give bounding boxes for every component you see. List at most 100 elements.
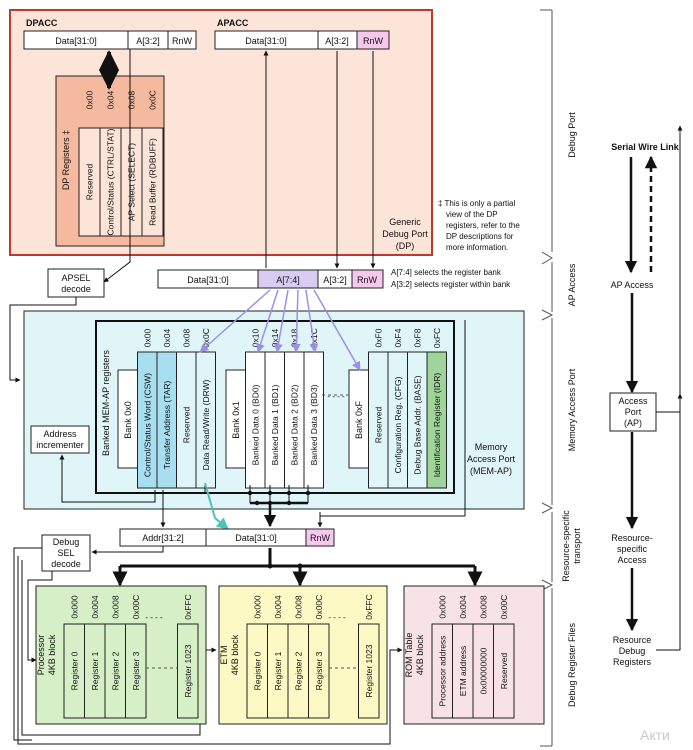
apacc-data: Data[31:0] bbox=[245, 36, 287, 46]
address-incrementer: Address incrementer bbox=[30, 425, 90, 454]
apacc-rnw: RnW bbox=[363, 36, 384, 46]
mem-ap-label-2: Access Port bbox=[467, 454, 516, 464]
svg-text:Debug: Debug bbox=[53, 537, 80, 547]
register-file-cell bbox=[177, 623, 199, 719]
register-file-address: 0xFFC bbox=[183, 594, 193, 620]
dpacc-title: DPACC bbox=[26, 18, 58, 28]
side-label-debug-port: Debug Port bbox=[567, 112, 577, 158]
svg-text:Resource-: Resource- bbox=[611, 533, 653, 543]
svg-text:Port: Port bbox=[625, 407, 642, 417]
drw-teal-arrow bbox=[204, 482, 229, 530]
register-block-title: Processor bbox=[36, 635, 46, 676]
svg-text:Access: Access bbox=[617, 555, 647, 565]
memap-register-label: Banked Data 1 (BD1) bbox=[270, 384, 280, 465]
register-file-label: Register 1023 bbox=[364, 644, 374, 697]
svg-text:Resource: Resource bbox=[613, 635, 652, 645]
register-file-address: 0x000 bbox=[69, 595, 79, 618]
register-file-label: Register 0 bbox=[252, 651, 262, 690]
svg-text:(AP): (AP) bbox=[624, 418, 642, 428]
register-block-title: 4KB block bbox=[47, 634, 57, 675]
memap-register-label: Data Read/Write (DRW) bbox=[201, 379, 211, 470]
register-file-cell bbox=[358, 623, 380, 719]
memap-register-address: 0x14 bbox=[270, 329, 280, 348]
register-block-title: ETM bbox=[219, 646, 229, 665]
footnote-line-1: ‡ This is only a partial bbox=[438, 199, 515, 208]
register-file-address: 0x000 bbox=[252, 595, 262, 618]
register-file-cell bbox=[125, 623, 147, 719]
register-file-address: 0x008 bbox=[478, 595, 488, 618]
side-label-resource-transport-1: Resource-specific bbox=[561, 510, 571, 582]
transport-addr: Addr[31:2] bbox=[142, 533, 184, 543]
ap-bus-addr: A[3:2] bbox=[323, 275, 347, 285]
transport-data: Data[31:0] bbox=[235, 533, 277, 543]
register-file-label: Register 2 bbox=[110, 651, 120, 690]
block-data-bus bbox=[112, 548, 483, 587]
register-file-address: 0xFFC bbox=[364, 594, 374, 620]
register-file-address: 0x008 bbox=[293, 595, 303, 618]
generic-dp-line-2: Debug Port bbox=[382, 229, 428, 239]
dp-register-label: Reserved bbox=[85, 164, 95, 201]
register-file-label: Register 1023 bbox=[183, 644, 193, 697]
apacc-register: Data[31:0] A[3:2] RnW bbox=[214, 30, 390, 50]
svg-text:SEL: SEL bbox=[57, 548, 74, 558]
svg-text:specific: specific bbox=[617, 544, 648, 554]
dp-register-address: 0x00 bbox=[85, 91, 95, 110]
dpacc-data: Data[31:0] bbox=[55, 36, 97, 46]
memap-register-address: 0x04 bbox=[162, 329, 172, 348]
ap-access-bus: Data[31:0] A[7:4] A[3:2] RnW bbox=[157, 269, 384, 289]
apsel-decode: APSEL decode bbox=[47, 268, 105, 298]
svg-text:decode: decode bbox=[61, 284, 91, 294]
register-file-dots: - - - - bbox=[145, 613, 163, 622]
memap-bank-label: Bank 0x1 bbox=[231, 401, 241, 439]
memap-register-label: Control/Status Word (CSW) bbox=[142, 373, 152, 477]
apacc-title: APACC bbox=[217, 18, 249, 28]
bank-select-arrows bbox=[199, 289, 361, 371]
register-file-label: Register 3 bbox=[131, 651, 141, 690]
footnote-line-5: more information. bbox=[446, 243, 508, 252]
flow-serial-wire: Serial Wire Link bbox=[611, 142, 679, 152]
debug-sel-decode: Debug SEL decode bbox=[41, 534, 91, 572]
register-file-address: 0x000 bbox=[437, 595, 447, 618]
footnote-line-2: view of the DP bbox=[446, 210, 498, 219]
register-file-address: 0x00C bbox=[131, 595, 141, 620]
register-file-label: Register 1 bbox=[273, 651, 283, 690]
dpacc-addr: A[3:2] bbox=[136, 36, 160, 46]
register-file-cell bbox=[493, 623, 515, 719]
memap-register-label: Reserved bbox=[181, 407, 191, 444]
register-file-address: 0x004 bbox=[90, 595, 100, 618]
banked-memap-title: Banked MEM-AP registers bbox=[101, 350, 111, 456]
flow-ap-access: AP Access bbox=[611, 280, 654, 290]
memap-register-address: 0x18 bbox=[289, 329, 299, 348]
memap-register-address: 0xF0 bbox=[373, 328, 383, 347]
register-block-title: ROM Table bbox=[404, 633, 414, 678]
memap-register-address: 0x0C bbox=[201, 328, 211, 348]
ap-bus-data: Data[31:0] bbox=[187, 275, 229, 285]
dp-register-label: Control/Status (CTRL/STAT) bbox=[106, 128, 116, 235]
ap-bus-rnw: RnW bbox=[357, 275, 378, 285]
side-label-resource-transport-2: transport bbox=[572, 528, 582, 564]
dp-register-address: 0x04 bbox=[106, 91, 116, 110]
apacc-addr: A[3:2] bbox=[325, 36, 349, 46]
memap-bank-label: Bank 0xF bbox=[354, 400, 364, 439]
register-file-address: 0x00C bbox=[499, 595, 509, 620]
memap-register-label: Banked Data 2 (BD2) bbox=[289, 384, 299, 465]
memap-register-label: Identification Register (IDR) bbox=[432, 373, 442, 478]
memap-register-address: 0x10 bbox=[250, 329, 260, 348]
register-file-address: 0x004 bbox=[458, 595, 468, 618]
dp-register-label: Read Buffer (RDBUFF) bbox=[148, 138, 158, 226]
memap-register-label: Banked Data 0 (BD0) bbox=[250, 384, 260, 465]
generic-dp-line-3: (DP) bbox=[396, 241, 415, 251]
watermark: Акти bbox=[640, 727, 670, 743]
transport-bus: Addr[31:2] Data[31:0] RnW bbox=[119, 528, 335, 547]
register-file-cell bbox=[308, 623, 330, 719]
footnote-line-3: registers, refer to the bbox=[446, 221, 520, 230]
dp-register-address: 0x0C bbox=[148, 90, 158, 110]
side-partitions bbox=[540, 9, 554, 747]
dp-registers-block: DP Registers ‡ Reserved0x00Control/Statu… bbox=[55, 75, 165, 247]
register-file-address: 0x008 bbox=[110, 595, 120, 618]
mem-ap-label-3: (MEM-AP) bbox=[470, 466, 512, 476]
memap-register-cell bbox=[426, 351, 447, 489]
